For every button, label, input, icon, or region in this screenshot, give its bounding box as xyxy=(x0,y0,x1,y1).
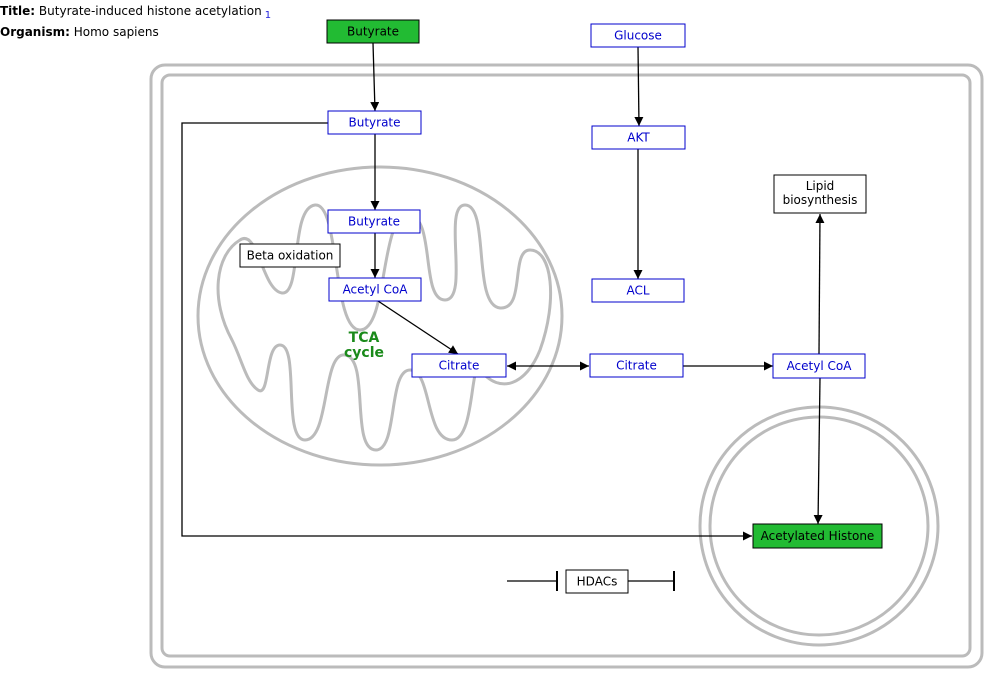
organism-label: Organism: xyxy=(0,25,70,39)
node-butyrate-mitochondrion[interactable]: Butyrate xyxy=(327,209,421,234)
cell-outer-membrane xyxy=(149,63,984,669)
node-label-line1: Lipid xyxy=(806,179,835,193)
node-acetyl-coa-cytoplasm[interactable]: Acetyl CoA xyxy=(772,353,866,379)
node-acl[interactable]: ACL xyxy=(591,278,685,303)
tca-label-line1: TCA xyxy=(349,330,380,346)
mitochondrion-membrane xyxy=(196,165,564,467)
node-label: Butyrate xyxy=(347,25,399,39)
node-label: Citrate xyxy=(616,359,657,373)
edge-butyrate-uptake xyxy=(370,42,380,112)
node-acetylated-histone[interactable]: Acetylated Histone xyxy=(752,523,883,549)
node-label: Acetyl CoA xyxy=(343,283,409,297)
edge-glucose-akt xyxy=(634,46,644,127)
node-beta-oxidation[interactable]: Beta oxidation xyxy=(239,243,341,268)
node-label: ACL xyxy=(626,284,649,298)
node-acetyl-coa-mitochondrion[interactable]: Acetyl CoA xyxy=(328,277,422,302)
label-tca-cycle[interactable]: TCA cycle xyxy=(344,330,384,361)
node-butyrate-cytoplasm[interactable]: Butyrate xyxy=(327,110,422,135)
node-citrate-cytoplasm[interactable]: Citrate xyxy=(589,353,684,378)
node-glucose[interactable]: Glucose xyxy=(590,23,686,48)
node-hdacs[interactable]: HDACs xyxy=(565,569,629,594)
edge-acetylcoa-histone xyxy=(813,377,823,525)
diagram-header: Title: Butyrate-induced histone acetylat… xyxy=(0,3,271,41)
node-label: Acetyl CoA xyxy=(787,359,853,373)
node-label: Butyrate xyxy=(348,215,400,229)
node-label: Glucose xyxy=(614,29,662,43)
edge-acetylcoa-lipid xyxy=(815,213,825,355)
node-label: Acetylated Histone xyxy=(761,529,875,543)
node-label: Citrate xyxy=(439,359,480,373)
tca-label-line2: cycle xyxy=(344,345,384,361)
node-label: Beta oxidation xyxy=(247,249,334,263)
node-citrate-mitochondrion[interactable]: Citrate xyxy=(411,353,507,378)
organism-name: Homo sapiens xyxy=(73,25,159,39)
edge-butyrate-histone xyxy=(181,122,752,541)
pathway-title: Butyrate-induced histone acetylation xyxy=(38,4,262,18)
node-lipid-biosynthesis[interactable]: Lipid biosynthesis xyxy=(773,174,867,214)
node-butyrate-extracellular[interactable]: Butyrate xyxy=(326,19,420,44)
title-label: Title: xyxy=(0,4,36,18)
title-reference[interactable]: 1 xyxy=(264,10,272,21)
node-label: Butyrate xyxy=(348,116,400,130)
title-row: Title: Butyrate-induced histone acetylat… xyxy=(0,3,271,24)
node-label: HDACs xyxy=(577,575,618,589)
node-akt[interactable]: AKT xyxy=(591,125,686,150)
node-label-line2: biosynthesis xyxy=(783,193,858,207)
mitochondrion-cristae xyxy=(216,203,553,452)
organism-row: Organism: Homo sapiens xyxy=(0,24,271,41)
edge-acetylcoa-citrate xyxy=(377,300,459,355)
node-label: AKT xyxy=(627,131,650,145)
cell-inner-membrane xyxy=(160,73,972,658)
